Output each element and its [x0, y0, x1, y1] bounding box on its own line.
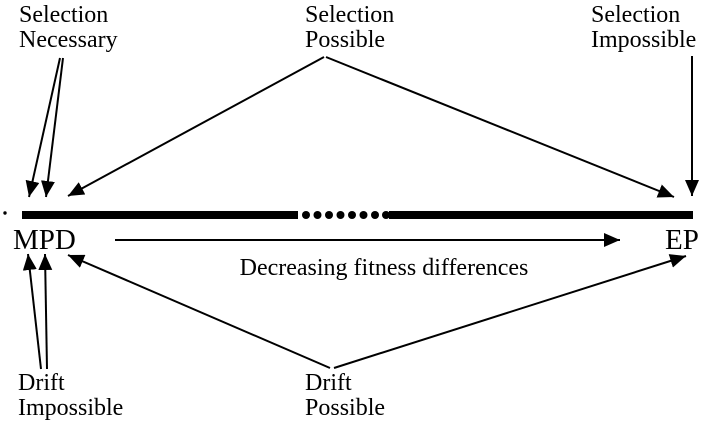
label-selection-impossible: Selection Impossible	[591, 2, 697, 53]
bar-dot	[348, 211, 356, 219]
label-drift-possible: Drift Possible	[305, 370, 386, 421]
endpoint-mpd: MPD	[13, 224, 76, 256]
arrow-selection-necessary-2	[40, 57, 64, 198]
bar-dot	[325, 211, 333, 219]
arrow-drift-impossible-2	[38, 253, 53, 370]
stray-period-dot	[3, 211, 7, 215]
arrow-drift-possible-to-mpd	[67, 254, 331, 369]
continuum-bar	[3, 211, 693, 219]
bar-dot	[382, 211, 390, 219]
endpoint-ep: EP	[665, 224, 699, 256]
bar-dot	[313, 211, 322, 219]
arrow-drift-impossible-1	[22, 253, 42, 370]
bar-dot	[371, 211, 379, 219]
continuum-bar-left-segment	[22, 211, 298, 219]
continuum-bar-right-segment	[389, 211, 693, 219]
arrow-selection-possible-right	[325, 56, 675, 198]
label-selection-necessary: Selection Necessary	[19, 2, 118, 53]
label-drift-impossible: Drift Impossible	[18, 370, 124, 421]
decreasing-fitness-caption: Decreasing fitness differences	[239, 255, 529, 281]
arrow-selection-necessary-1	[25, 57, 61, 198]
arrow-selection-possible-left	[67, 56, 325, 197]
bar-dot	[336, 211, 345, 219]
continuum-bar-dotted-segment	[302, 211, 390, 219]
label-selection-possible: Selection Possible	[305, 2, 395, 53]
bar-dot	[359, 211, 368, 219]
arrow-drift-possible-to-ep	[333, 254, 687, 369]
bar-dot	[302, 211, 310, 219]
